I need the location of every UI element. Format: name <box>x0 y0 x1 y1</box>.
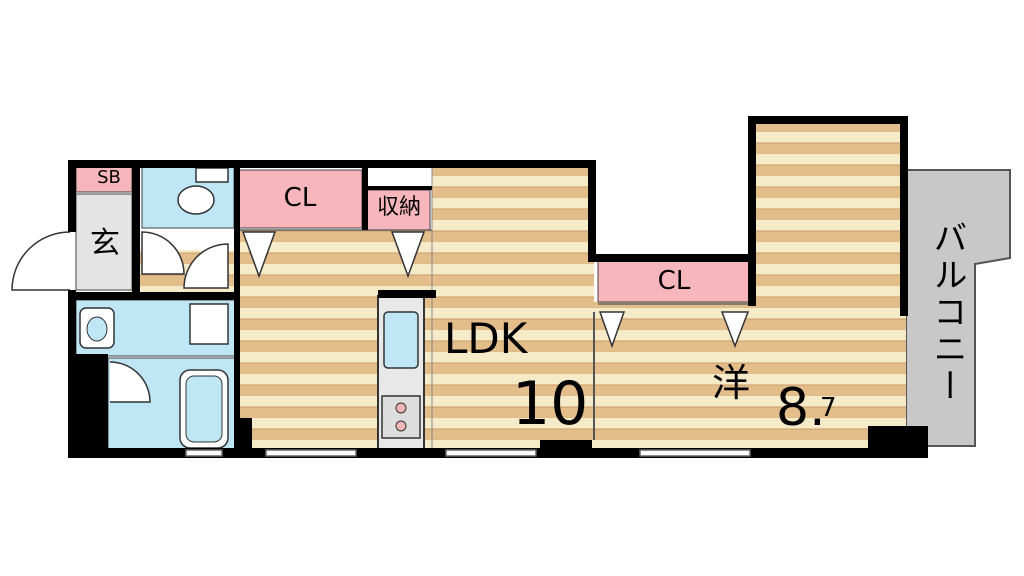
stove-burner <box>395 402 407 414</box>
door-swing <box>109 361 151 403</box>
windows <box>185 449 751 457</box>
toilet-tank <box>195 167 229 183</box>
closet-door-marker <box>390 231 426 279</box>
western-room-floor <box>594 302 906 448</box>
closet-door-marker <box>720 311 750 349</box>
entrance-door-swing <box>11 231 71 291</box>
ldk-label: LDK <box>444 314 528 363</box>
entrance-label: 玄 <box>90 226 120 261</box>
closet-door-marker <box>598 311 626 349</box>
western-room-upper-floor <box>754 120 906 304</box>
ldk-upper-floor <box>432 168 594 232</box>
western-room-size-decimal: 7 <box>820 393 837 423</box>
bathtub-inner <box>185 375 223 443</box>
balcony-label: バルコニー <box>927 220 967 405</box>
washbasin-bowl <box>86 316 108 342</box>
closet-western-area <box>597 259 751 303</box>
stove <box>381 395 421 439</box>
western-room-size: 8. <box>776 378 826 438</box>
shoe-box-label: SB <box>97 167 121 188</box>
toilet-bowl <box>177 185 215 215</box>
door-swing <box>141 231 185 275</box>
storage-area <box>365 189 431 231</box>
stove-burner <box>395 420 407 432</box>
door-swing <box>183 243 229 289</box>
western-room-label: 洋 <box>712 361 751 405</box>
washing-machine-pan <box>189 303 229 345</box>
closet-door-marker <box>241 231 277 279</box>
entrance-area <box>75 193 133 291</box>
storage-label: 収納 <box>376 195 421 220</box>
closet-ldk-area <box>237 169 363 229</box>
kitchen-sink <box>383 311 419 369</box>
ldk-size: 10 <box>512 369 589 439</box>
closet-ldk-label: CL <box>283 183 317 213</box>
closet-western-label: CL <box>657 266 691 296</box>
